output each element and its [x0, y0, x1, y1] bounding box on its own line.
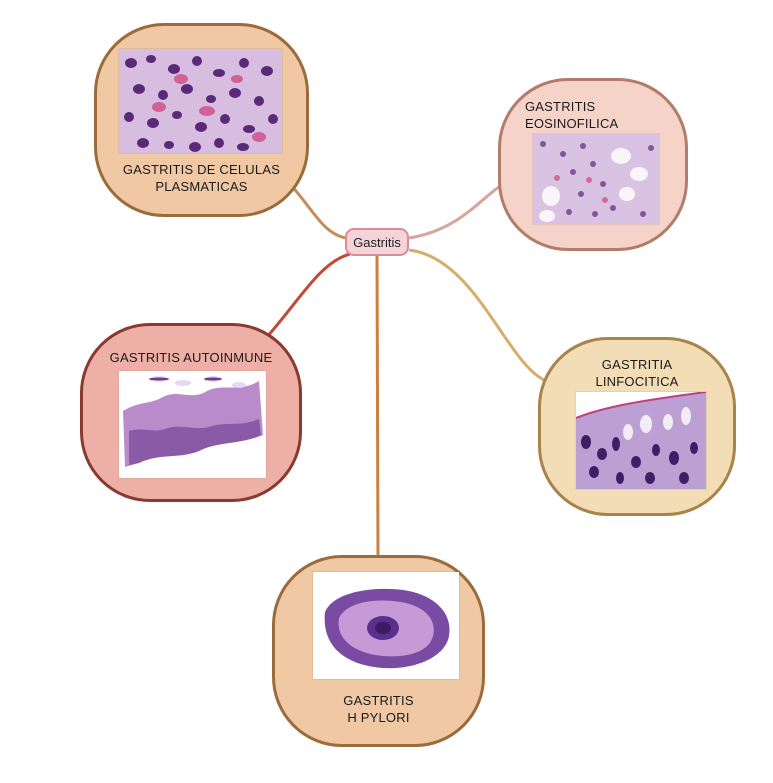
node-plasmaticas[interactable]: GASTRITIS DE CELULAS PLASMATICAS: [94, 23, 309, 217]
node-eosinofilica-label: GASTRITIS EOSINOFILICA: [525, 99, 619, 131]
lymphocytic-epithelium-histology-image: [576, 392, 706, 489]
h-pylori-section-histology-image: [313, 572, 459, 679]
node-eosinofilica[interactable]: GASTRITIS EOSINOFILICA: [498, 78, 688, 251]
node-hpylori[interactable]: GASTRITIS H PYLORI: [272, 555, 485, 747]
node-linfocitica[interactable]: GASTRITIA LINFOCITICA: [538, 337, 736, 516]
node-hpylori-label: GASTRITIS H PYLORI: [343, 693, 414, 725]
autoimmune-mucosa-histology-image: [119, 371, 266, 478]
connector-hpylori: [375, 255, 380, 557]
node-plasmaticas-label: GASTRITIS DE CELULAS PLASMATICAS: [122, 162, 281, 194]
center-node[interactable]: Gastritis: [345, 228, 409, 256]
node-autoinmune-label: GASTRITIS AUTOINMUNE: [109, 350, 273, 365]
connector-autoinmune: [264, 252, 351, 339]
node-linfocitica-label: GASTRITIA LINFOCITICA: [595, 357, 679, 389]
node-autoinmune[interactable]: GASTRITIS AUTOINMUNE: [80, 323, 302, 502]
connector-linfocitica: [408, 248, 545, 382]
eosinophilic-histology-image: [533, 134, 659, 224]
connector-eosinofilica: [408, 180, 507, 240]
plasma-cell-histology-image: [119, 49, 282, 153]
connector-plasmaticas: [288, 183, 346, 240]
